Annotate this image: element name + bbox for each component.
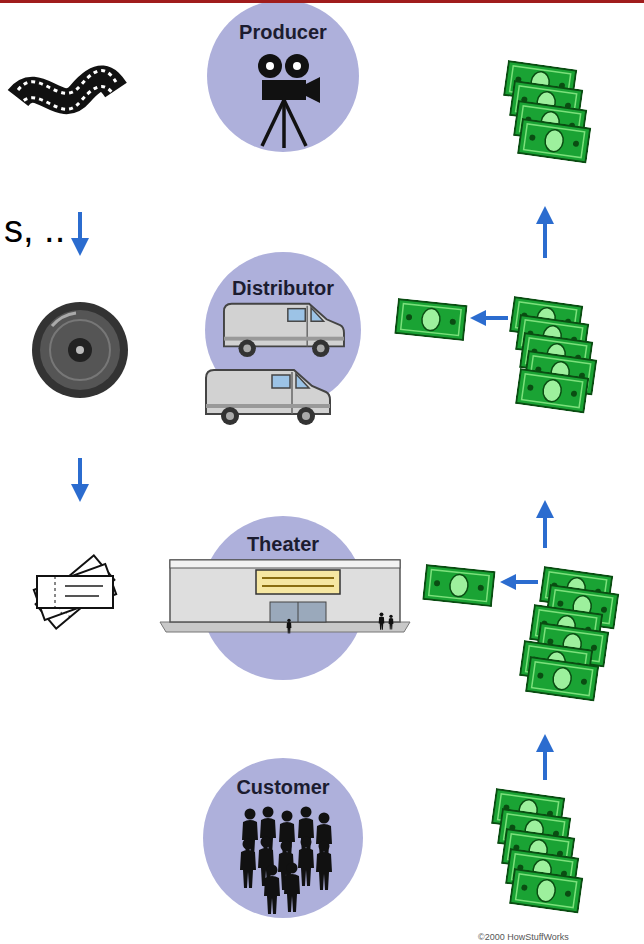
film-reel [32, 302, 128, 398]
node-title: Theater [247, 532, 319, 556]
flow-arrows [500, 574, 516, 590]
money-stack [526, 657, 598, 700]
money-stack [492, 789, 582, 912]
money-stack [516, 369, 588, 412]
flow-arrows [543, 516, 547, 548]
movie-camera [266, 62, 274, 70]
money-stack [504, 61, 590, 162]
tickets [65, 585, 103, 587]
customer-crowd [298, 837, 314, 887]
delivery-vans [206, 304, 344, 425]
theater-building [379, 612, 385, 629]
customer-crowd [284, 863, 300, 913]
flow-arrows [484, 316, 508, 320]
film-reel [52, 313, 76, 326]
movie-camera [284, 100, 306, 146]
theater-building [270, 602, 326, 622]
movie-camera [282, 100, 286, 148]
tickets [34, 564, 116, 620]
copyright-note: ©2000 HowStuffWorks [478, 932, 569, 942]
flow-arrows [71, 206, 554, 780]
node-title: Producer [239, 20, 327, 44]
flow-arrows [78, 212, 82, 240]
theater-building [262, 585, 334, 587]
movie-camera [262, 100, 284, 146]
movie-camera [285, 54, 309, 78]
tickets [37, 576, 113, 608]
flow-arrows [543, 222, 547, 258]
customer-crowd [240, 807, 332, 915]
film-reel [50, 320, 110, 380]
film-reel [32, 302, 128, 398]
film-reel [76, 346, 84, 354]
film-strip [18, 86, 116, 109]
circle-fill [207, 0, 359, 152]
flow-arrows [71, 238, 89, 256]
movie-camera [258, 54, 282, 78]
money-stack [395, 297, 596, 412]
theater-building [298, 602, 299, 622]
movie-camera [262, 80, 306, 100]
flow-arrows [470, 310, 486, 326]
theater-building [170, 560, 400, 622]
delivery-vans [206, 370, 330, 425]
theater-building [160, 622, 410, 632]
money-stack [510, 869, 582, 912]
film-reel [68, 338, 92, 362]
theater-building [287, 619, 292, 634]
delivery-vans [224, 304, 344, 357]
customer-crowd [316, 841, 332, 891]
money-stack [395, 299, 466, 340]
tickets [55, 576, 56, 608]
flow-arrows [536, 734, 554, 752]
movie-camera [258, 54, 320, 148]
slide-fragment: s, .. [4, 208, 65, 251]
flow-arrows [543, 750, 547, 780]
tickets [37, 576, 113, 608]
circle-fill [203, 758, 363, 918]
theater-building [256, 570, 340, 594]
top-rule [0, 0, 644, 3]
theater-building [389, 615, 394, 630]
movie-camera [293, 62, 301, 70]
customer-crowd [240, 839, 256, 889]
flow-arrows [71, 484, 89, 502]
node-title: Customer [236, 776, 329, 800]
flow-arrows [536, 500, 554, 518]
money-stack [518, 119, 590, 162]
flow-arrows [514, 580, 538, 584]
tickets [34, 555, 116, 628]
film-reel [40, 310, 120, 390]
flow-arrows [536, 206, 554, 224]
movie-camera [306, 77, 320, 103]
theater-building [170, 560, 400, 568]
node-title: Distributor [232, 276, 334, 300]
customer-crowd [264, 865, 280, 915]
theater-building [262, 577, 334, 579]
tickets [34, 564, 116, 620]
theater-building [160, 560, 410, 634]
flow-arrows [78, 458, 82, 486]
film-strip [18, 70, 116, 93]
tickets [65, 595, 99, 597]
film-strip [18, 70, 116, 109]
money-stack [423, 565, 494, 606]
money-stack [423, 565, 618, 700]
